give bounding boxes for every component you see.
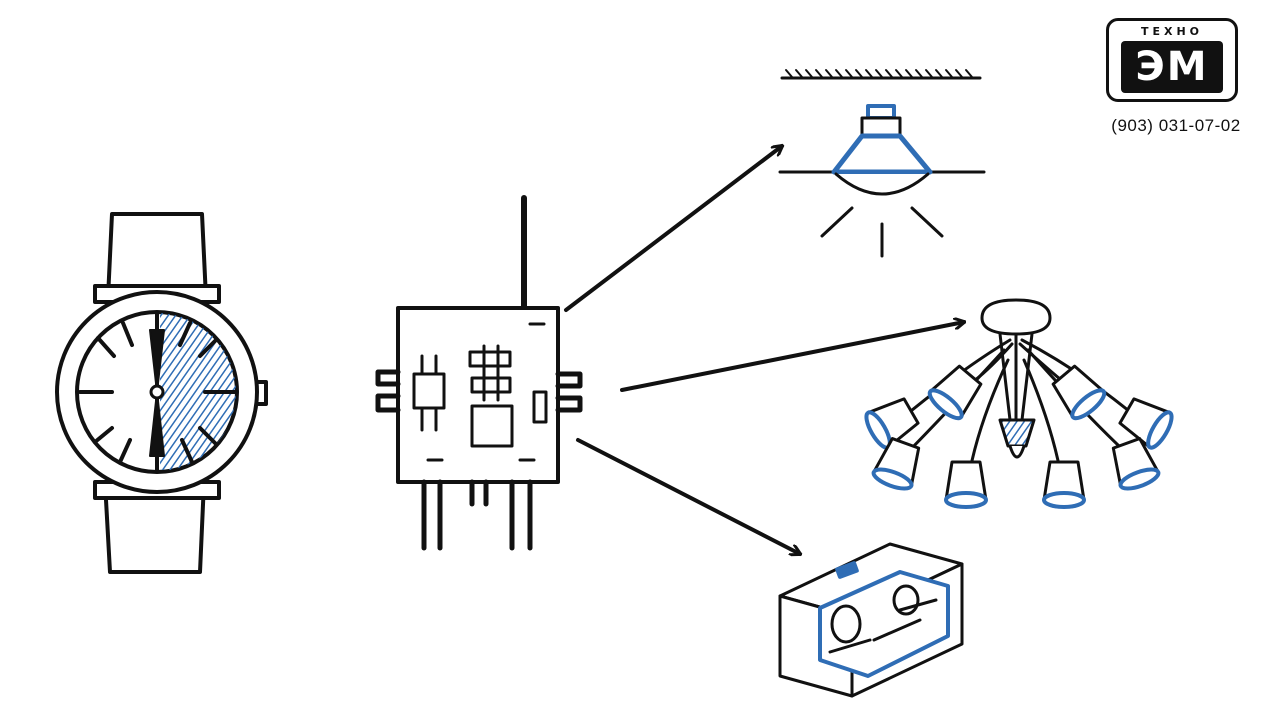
wristwatch-icon <box>55 212 268 574</box>
arrow-to-junction-box <box>576 438 800 554</box>
ceiling-spotlight-icon <box>778 69 986 258</box>
logo-main-text: ЭМ <box>1121 41 1223 93</box>
brand-logo: ТЕХНО ЭМ <box>1106 18 1238 102</box>
arrow-to-chandelier <box>620 322 964 392</box>
controller-board-icon <box>375 195 583 551</box>
phone-number: (903) 031-07-02 <box>1111 116 1241 135</box>
junction-box-icon <box>778 542 964 698</box>
arrows <box>564 146 964 554</box>
chandelier-icon <box>864 298 1174 509</box>
arrow-to-spotlight <box>564 146 782 312</box>
logo-top-text: ТЕХНО <box>1140 25 1204 38</box>
